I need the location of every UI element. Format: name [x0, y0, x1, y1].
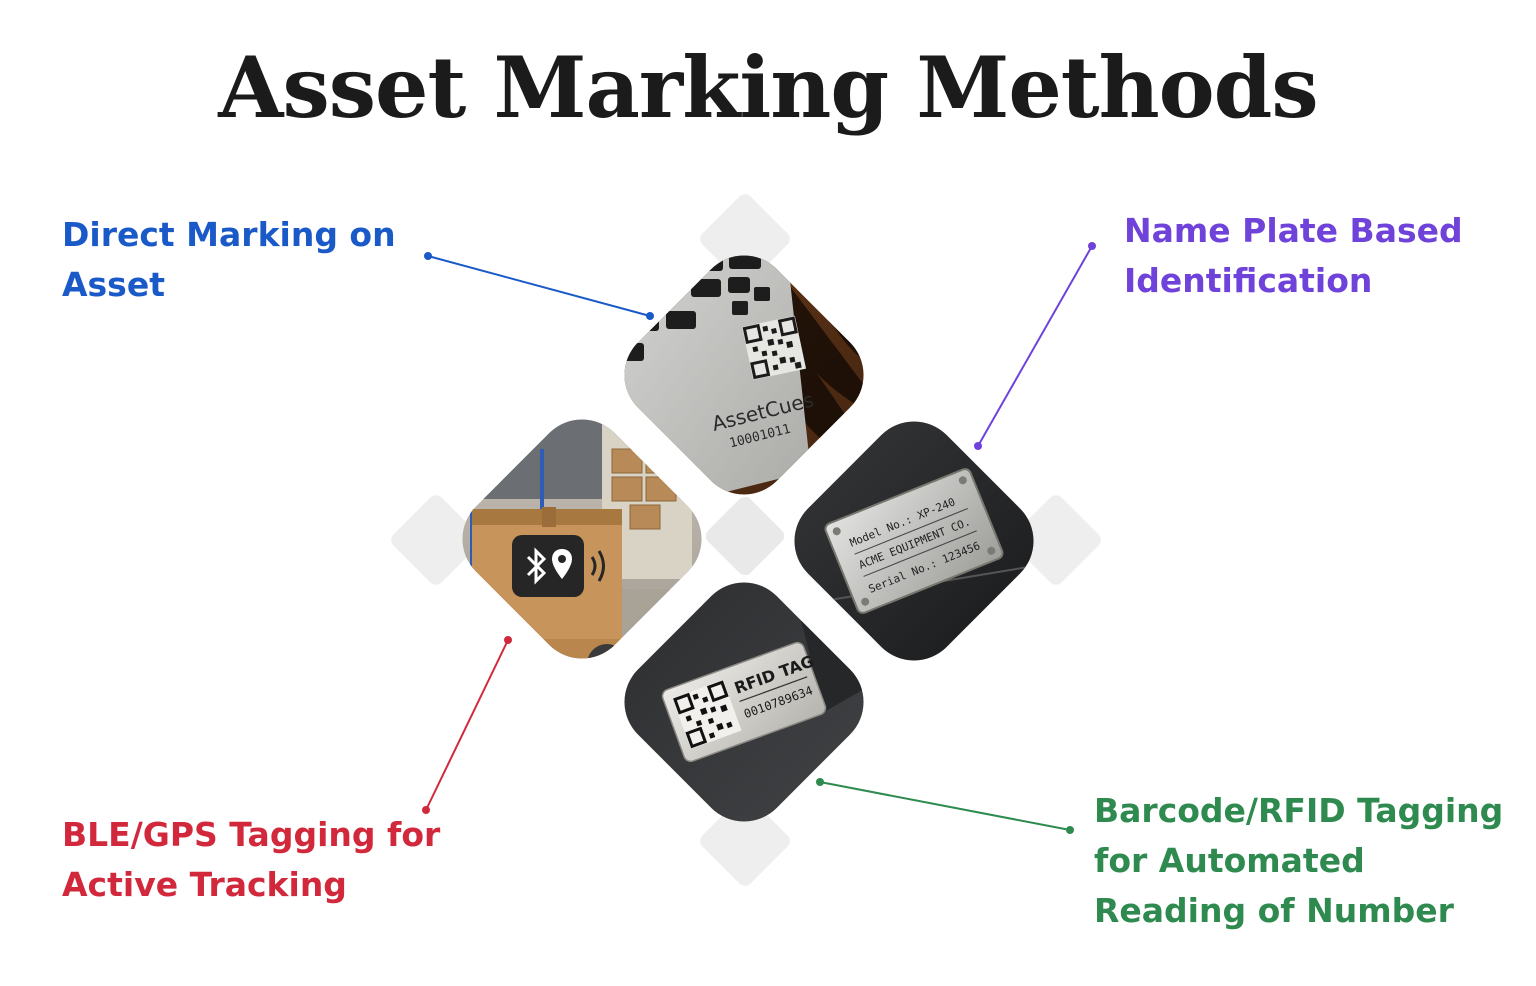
label-name-plate: Name Plate Based Identification [1124, 211, 1463, 300]
page-title: Asset Marking Methods [218, 38, 1318, 137]
location-pin-icon [552, 549, 572, 579]
signal-waves-icon [590, 550, 605, 582]
label-barcode-rfid: Barcode/RFID Tagging for Automated Readi… [1094, 791, 1504, 930]
connector-direct [424, 252, 654, 320]
label-ble-gps: BLE/GPS Tagging for Active Tracking [62, 815, 441, 904]
connector-nameplate [974, 242, 1096, 450]
bluetooth-icon [526, 547, 547, 585]
qr-code-icon [742, 315, 807, 380]
qr-code-icon [672, 679, 742, 750]
connector-ble [422, 636, 512, 814]
label-direct-marking: Direct Marking on Asset [62, 215, 396, 304]
connector-barcode [816, 778, 1074, 834]
